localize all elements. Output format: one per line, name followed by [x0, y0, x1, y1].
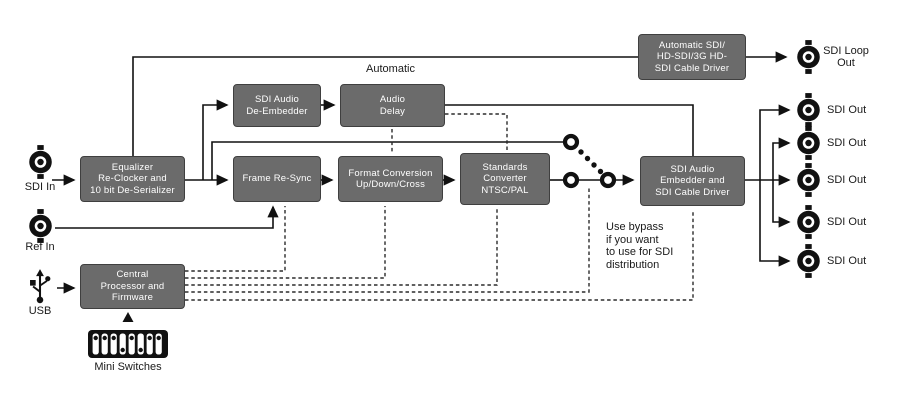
bnc-connector-icon	[26, 209, 55, 243]
sdi-out-label: SDI Out	[827, 104, 867, 116]
bnc-connector-icon	[794, 93, 823, 127]
bypass-switch-icon	[562, 133, 617, 189]
bypass-note: Use bypass if you want to use for SDI di…	[606, 221, 674, 271]
bnc-connector-icon	[26, 145, 55, 179]
sdi-out-label: SDI Out	[827, 216, 867, 228]
ref-in-label: Ref In	[25, 241, 55, 253]
bnc-connector-icon	[794, 40, 823, 74]
sdi-loop-out-label: SDI Loop Out	[823, 45, 869, 69]
block-standards-converter: Standards Converter NTSC/PAL	[460, 153, 550, 205]
block-central-processor: Central Processor and Firmware	[80, 264, 185, 309]
block-audio-delay: Audio Delay	[340, 84, 445, 127]
dashed-control-lines	[185, 113, 694, 301]
sdi-out-label: SDI Out	[827, 137, 867, 149]
sdi-out-label: SDI Out	[827, 174, 867, 186]
block-automatic-cable-driver: Automatic SDI/ HD-SDI/3G HD- SDI Cable D…	[638, 34, 746, 80]
automatic-label: Automatic	[366, 63, 415, 75]
block-frame-re-sync: Frame Re-Sync	[233, 156, 321, 202]
block-equalizer: Equalizer Re-Clocker and 10 bit De-Seria…	[80, 156, 185, 202]
usb-icon	[27, 269, 53, 304]
solid-signal-lines	[52, 51, 791, 322]
sdi-in-label: SDI In	[24, 181, 56, 193]
bnc-connector-icon	[794, 126, 823, 160]
sdi-out-label: SDI Out	[827, 255, 867, 267]
block-format-conversion: Format Conversion Up/Down/Cross	[338, 156, 443, 202]
bnc-connector-icon	[794, 163, 823, 197]
block-sdi-audio-embedder: SDI Audio Embedder and SDI Cable Driver	[640, 156, 745, 206]
bnc-connector-icon	[794, 244, 823, 278]
block-sdi-audio-de-embedder: SDI Audio De-Embedder	[233, 84, 321, 127]
usb-label: USB	[28, 305, 52, 317]
dip-switch-icon	[88, 330, 168, 358]
bnc-connector-icon	[794, 205, 823, 239]
mini-switches-label: Mini Switches	[94, 361, 162, 373]
